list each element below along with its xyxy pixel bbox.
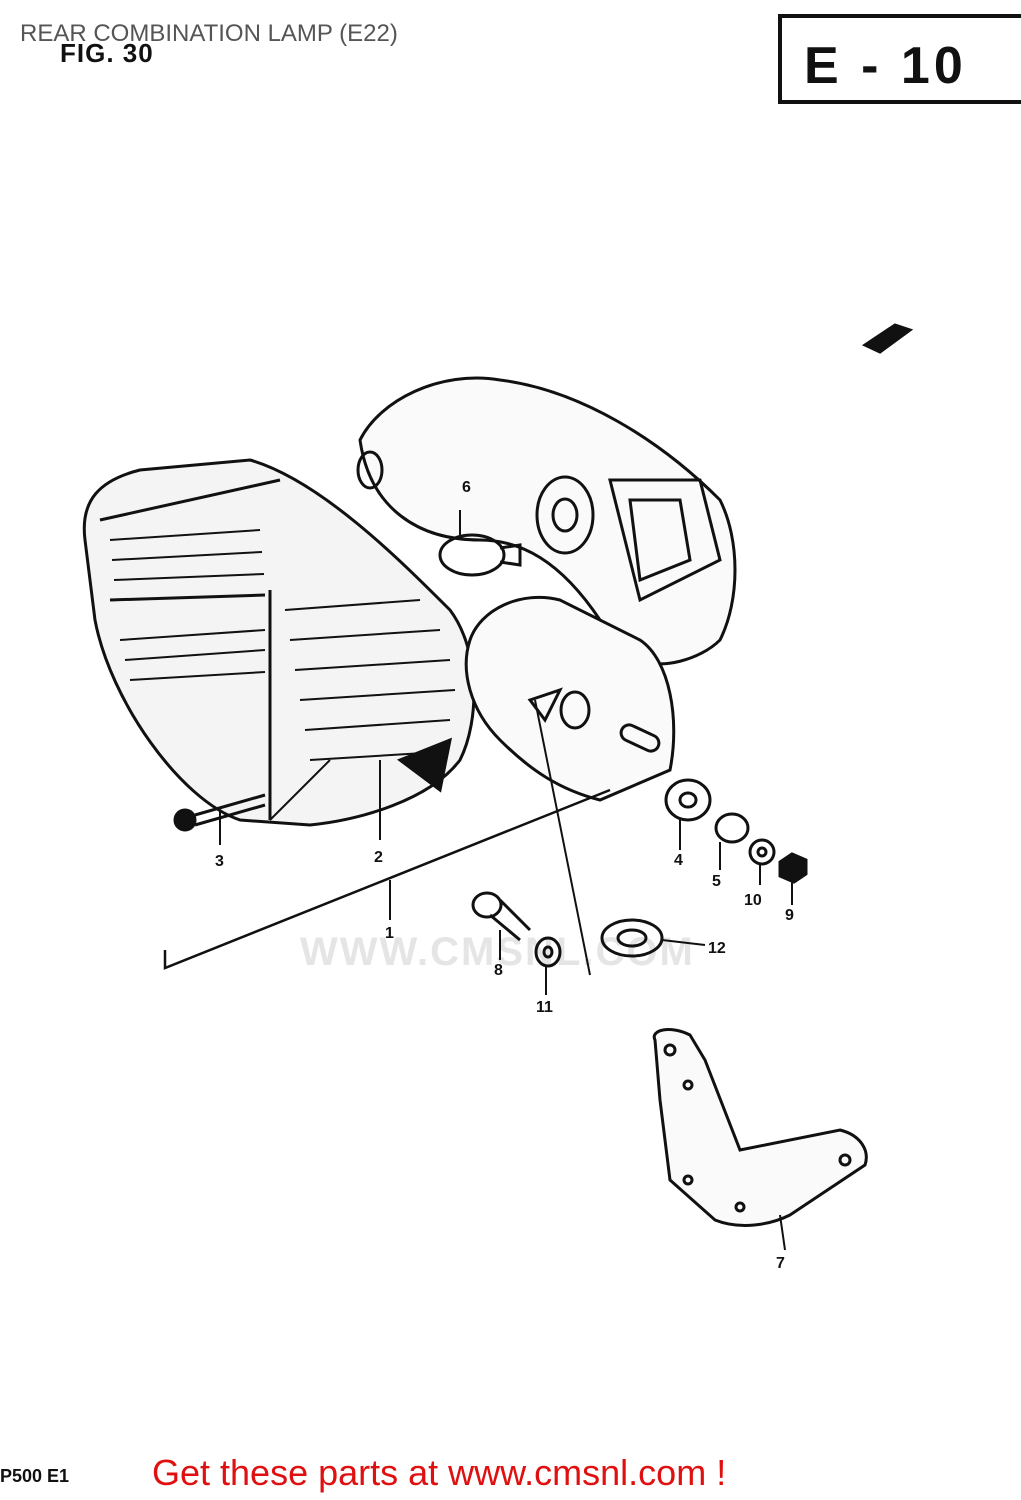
bracket-plate: [464, 595, 676, 802]
callout-3: 3: [215, 853, 224, 870]
callout-5: 5: [712, 873, 721, 890]
bulb: [438, 533, 506, 577]
section-code: E - 10: [778, 14, 1021, 104]
washer-small: [534, 936, 562, 968]
assembly-bracket-line: [163, 788, 611, 970]
callout-6: 6: [462, 479, 471, 496]
callout-10: 10: [744, 892, 762, 909]
grommet: [664, 778, 712, 822]
callout-12: 12: [708, 940, 726, 957]
buy-parts-banner[interactable]: Get these parts at www.cmsnl.com !: [152, 1452, 727, 1493]
lamp-lens: [82, 458, 476, 827]
front-arrow-icon: [861, 323, 914, 354]
washer: [748, 838, 776, 866]
callout-1: 1: [385, 925, 394, 942]
callout-8: 8: [494, 962, 503, 979]
callout-11: 11: [536, 999, 553, 1016]
stay-bracket: [652, 1028, 868, 1227]
screw: [173, 793, 266, 832]
cushion: [600, 918, 664, 958]
figure-label: FIG. 30: [60, 38, 154, 68]
bolt: [471, 891, 532, 942]
callout-7: 7: [776, 1255, 785, 1272]
nut: [778, 852, 808, 884]
collar: [714, 812, 750, 844]
lamp-housing: [358, 376, 737, 666]
callout-4: 4: [674, 852, 683, 869]
watermark: WWW.CMSNL.COM: [300, 930, 695, 974]
parts-diagram: 1 2 3 4 5 6 7 8 9 10 11 12: [82, 323, 914, 1272]
callout-2: 2: [374, 849, 383, 866]
callout-9: 9: [785, 907, 794, 924]
page-title: REAR COMBINATION LAMP (E22): [20, 20, 398, 47]
footer-code: P500 E1: [0, 1466, 70, 1486]
